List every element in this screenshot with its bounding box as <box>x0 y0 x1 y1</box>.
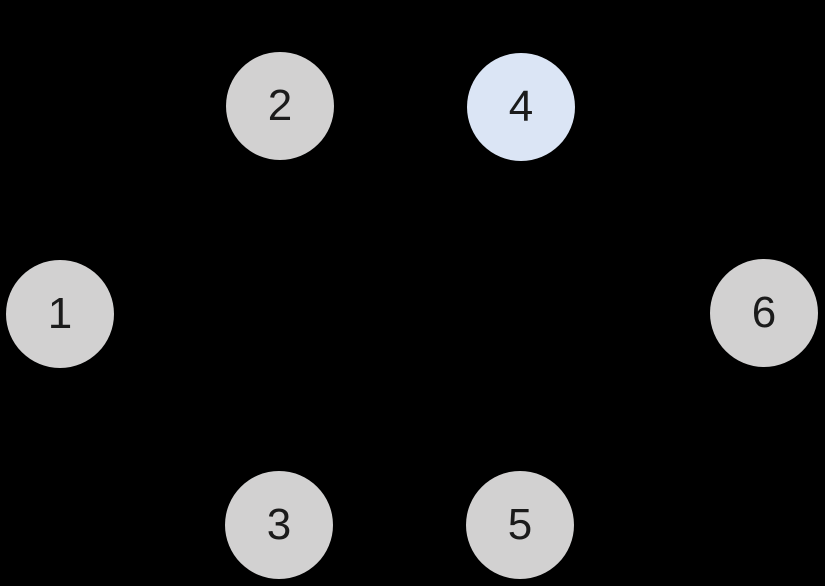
graph-node-5[interactable]: 5 <box>466 471 574 579</box>
graph-node-4[interactable]: 4 <box>467 53 575 161</box>
node-label-6: 6 <box>751 288 777 337</box>
graph-node-1[interactable]: 1 <box>6 260 114 368</box>
node-label-4: 4 <box>508 82 534 131</box>
node-label-1: 1 <box>47 289 73 338</box>
graph-node-2[interactable]: 2 <box>226 52 334 160</box>
node-label-5: 5 <box>507 500 533 549</box>
node-label-3: 3 <box>266 500 292 549</box>
node-label-2: 2 <box>267 81 293 130</box>
graph-node-3[interactable]: 3 <box>225 471 333 579</box>
graph-node-6[interactable]: 6 <box>710 259 818 367</box>
